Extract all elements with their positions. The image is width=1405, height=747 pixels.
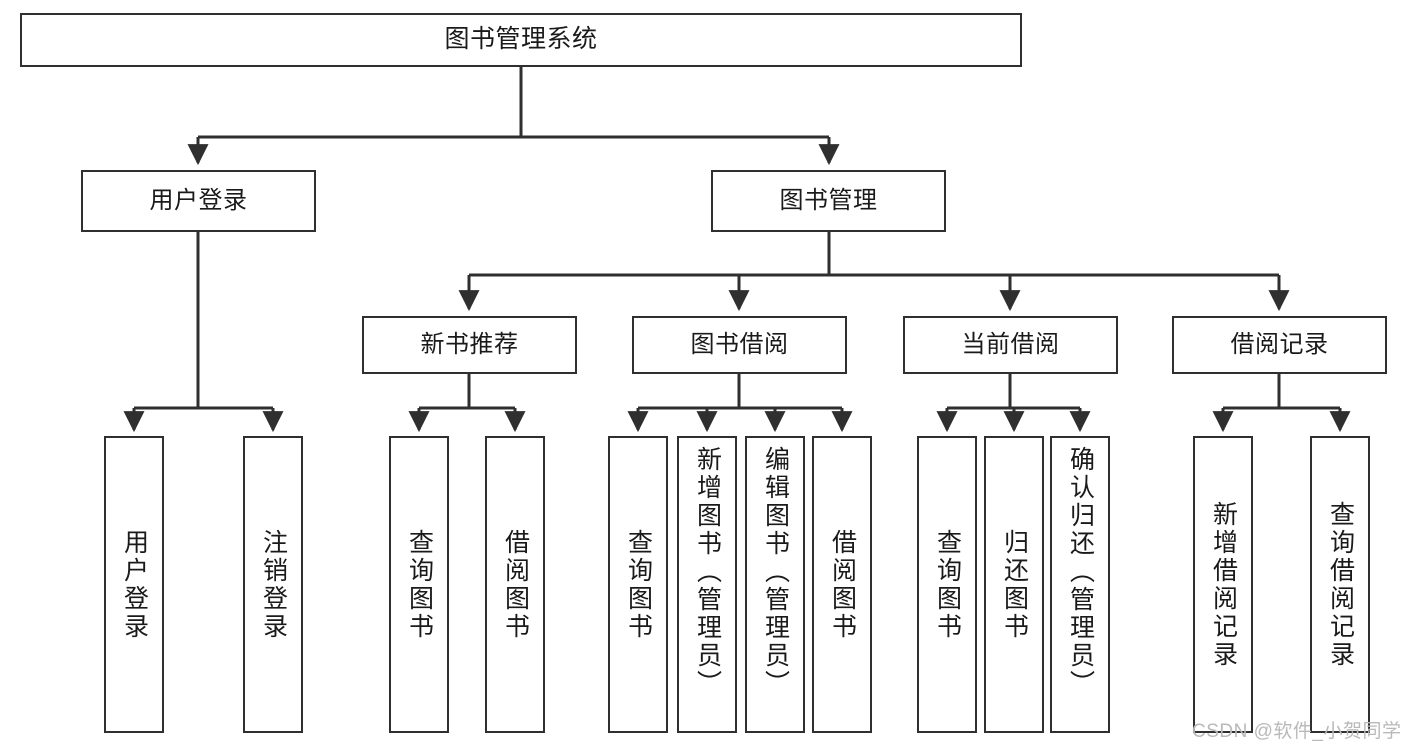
node-user-login-label: 用户登录 <box>149 187 248 214</box>
node-leaf-query-record-label: 查询借阅记录 <box>1326 500 1355 669</box>
node-book-borrow-label: 图书借阅 <box>690 331 789 358</box>
node-leaf-edit-book-label: 编辑图书（管理员） <box>761 446 790 698</box>
node-current-borrow-label: 当前借阅 <box>961 331 1060 358</box>
node-leaf-borrow-book-br[interactable]: 借阅图书 <box>812 436 872 733</box>
node-leaf-confirm-return-label: 确认归还（管理员） <box>1066 446 1095 698</box>
node-leaf-query-book-rec-label: 查询图书 <box>405 528 434 641</box>
node-borrow-record[interactable]: 借阅记录 <box>1172 316 1387 374</box>
node-leaf-add-record[interactable]: 新增借阅记录 <box>1193 436 1253 733</box>
node-leaf-return-book[interactable]: 归还图书 <box>984 436 1044 733</box>
node-leaf-user-login-label: 用户登录 <box>120 528 149 641</box>
node-new-book-recommend[interactable]: 新书推荐 <box>362 316 577 374</box>
node-leaf-return-book-label: 归还图书 <box>1000 528 1029 641</box>
node-leaf-query-book-br-label: 查询图书 <box>624 528 653 641</box>
node-leaf-query-book-cb[interactable]: 查询图书 <box>917 436 977 733</box>
node-book-manage[interactable]: 图书管理 <box>711 170 946 232</box>
node-leaf-query-book-cb-label: 查询图书 <box>933 528 962 641</box>
csdn-watermark: CSDN @软件_小贺同学 <box>1192 721 1402 742</box>
node-book-manage-label: 图书管理 <box>779 187 878 214</box>
node-current-borrow[interactable]: 当前借阅 <box>903 316 1118 374</box>
node-new-book-recommend-label: 新书推荐 <box>420 331 519 358</box>
node-leaf-user-login[interactable]: 用户登录 <box>104 436 164 733</box>
node-leaf-user-logout-label: 注销登录 <box>259 528 288 641</box>
node-leaf-user-logout[interactable]: 注销登录 <box>243 436 303 733</box>
node-leaf-borrow-book-rec-label: 借阅图书 <box>501 528 530 641</box>
node-book-borrow[interactable]: 图书借阅 <box>632 316 847 374</box>
node-leaf-query-book-rec[interactable]: 查询图书 <box>389 436 449 733</box>
node-leaf-edit-book[interactable]: 编辑图书（管理员） <box>745 436 805 733</box>
node-user-login[interactable]: 用户登录 <box>81 170 316 232</box>
node-root-label: 图书管理系统 <box>444 25 598 54</box>
node-leaf-borrow-book-rec[interactable]: 借阅图书 <box>485 436 545 733</box>
node-borrow-record-label: 借阅记录 <box>1230 331 1329 358</box>
node-root[interactable]: 图书管理系统 <box>20 13 1022 67</box>
node-leaf-add-record-label: 新增借阅记录 <box>1209 500 1238 669</box>
node-leaf-add-book[interactable]: 新增图书（管理员） <box>677 436 737 733</box>
node-leaf-confirm-return[interactable]: 确认归还（管理员） <box>1050 436 1110 733</box>
node-leaf-borrow-book-br-label: 借阅图书 <box>828 528 857 641</box>
node-leaf-add-book-label: 新增图书（管理员） <box>693 446 722 698</box>
node-leaf-query-book-br[interactable]: 查询图书 <box>608 436 668 733</box>
node-leaf-query-record[interactable]: 查询借阅记录 <box>1310 436 1370 733</box>
